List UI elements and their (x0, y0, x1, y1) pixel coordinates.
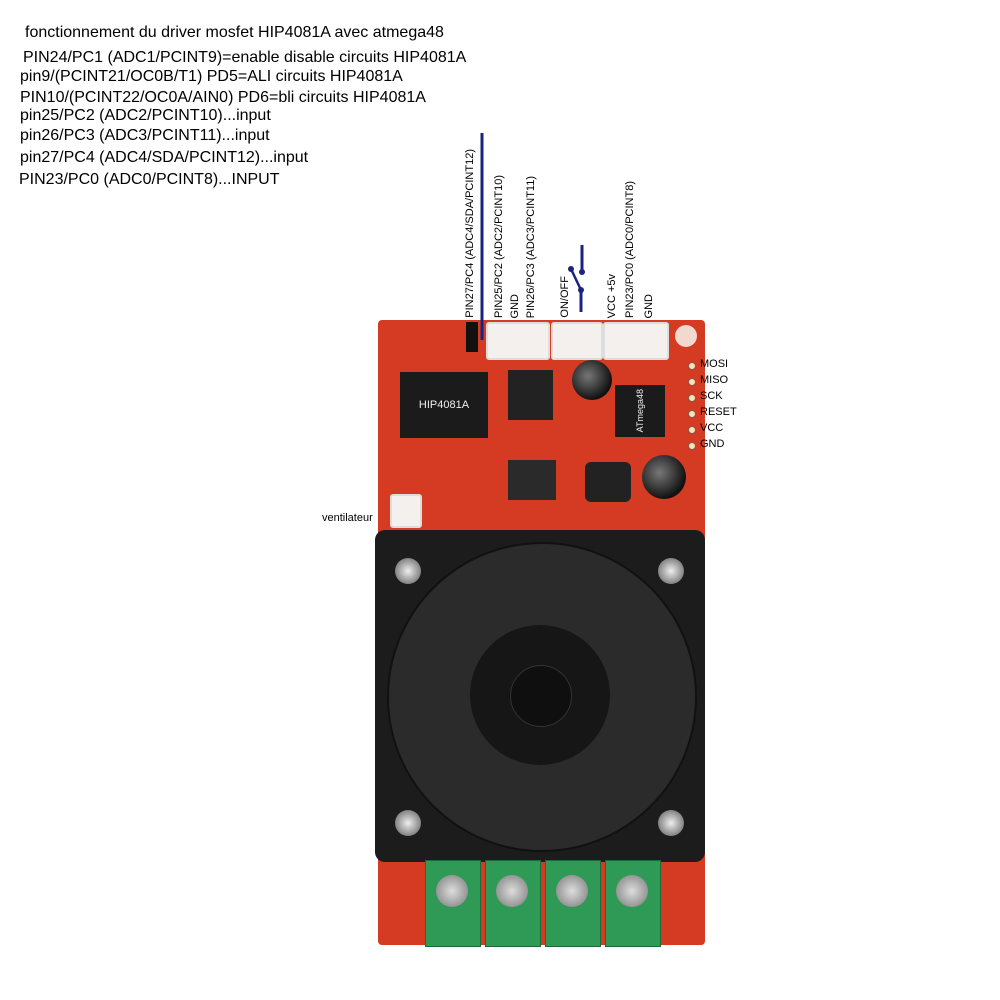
isp-gnd: GND (700, 438, 725, 450)
connector-power (603, 322, 669, 360)
screw-terminal (485, 860, 541, 947)
note-line: PIN10/(PCINT22/OC0A/AIN0) PD6=bli circui… (20, 89, 426, 106)
note-line: pin9/(PCINT21/OC0B/T1) PD5=ALI circuits … (20, 68, 403, 85)
screw-terminal (425, 860, 481, 947)
mosfet (508, 460, 556, 500)
capacitor (642, 455, 686, 499)
connector-onoff (551, 322, 603, 360)
screw-terminal (605, 860, 661, 947)
atmega48-chip: ATmega48 (635, 389, 645, 433)
screw-terminal (545, 860, 601, 947)
diagram-title: fonctionnement du driver mosfet HIP4081A… (25, 24, 444, 41)
isp-vcc: VCC (700, 422, 724, 434)
fan-label: ventilateur (322, 512, 373, 524)
note-line: PIN23/PC0 (ADC0/PCINT8)...INPUT (19, 171, 280, 188)
isp-miso: MISO (700, 374, 729, 386)
isp-mosi: MOSI (700, 358, 729, 370)
capacitor (572, 360, 612, 400)
fan (375, 530, 705, 862)
mount-hole (675, 325, 697, 347)
regulator (508, 370, 553, 420)
note-line: PIN24/PC1 (ADC1/PCINT9)=enable disable c… (23, 49, 467, 66)
switch-blade-icon (569, 268, 583, 291)
note-line: pin25/PC2 (ADC2/PCINT10)...input (20, 107, 271, 124)
isp-reset: RESET (700, 406, 737, 418)
jumper-header (466, 322, 478, 352)
fan-connector (390, 494, 422, 528)
note-line: pin27/PC4 (ADC4/SDA/PCINT12)...input (20, 149, 309, 166)
inductor (585, 462, 631, 502)
note-line: pin26/PC3 (ADC3/PCINT11)...input (20, 127, 270, 144)
connector-3pin (486, 322, 550, 360)
isp-sck: SCK (700, 390, 723, 402)
hip4081a-chip: HIP4081A (400, 372, 488, 438)
